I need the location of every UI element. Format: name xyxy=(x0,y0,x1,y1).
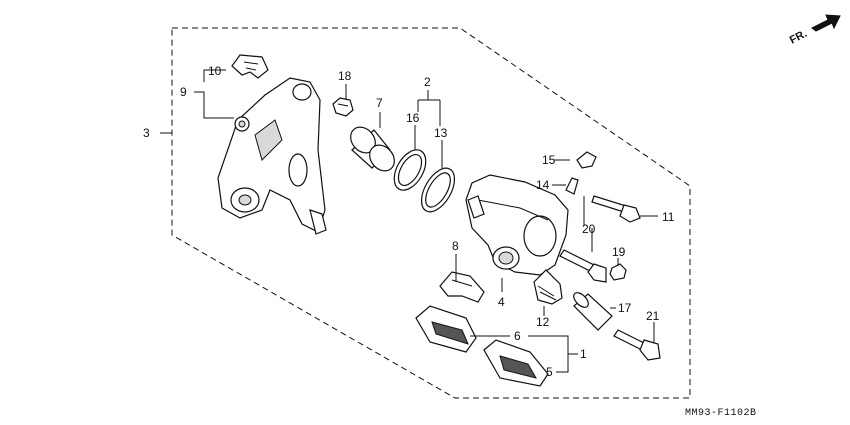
callout-7: 7 xyxy=(376,96,383,110)
callout-15: 15 xyxy=(542,153,556,167)
caliper-body xyxy=(465,174,569,276)
front-direction-label: FR. xyxy=(788,28,809,47)
callout-14: 14 xyxy=(536,178,550,192)
callout-5: 5 xyxy=(546,365,553,379)
callout-6: 6 xyxy=(514,329,521,343)
callout-9: 9 xyxy=(180,85,187,99)
callout-13: 13 xyxy=(434,126,448,140)
caliper-bracket-bolt xyxy=(613,329,661,361)
pad-pin-bolt xyxy=(576,151,597,169)
sleeve xyxy=(573,292,613,331)
callout-3: 3 xyxy=(143,126,150,140)
front-direction-indicator: FR. xyxy=(788,14,841,47)
callout-2: 2 xyxy=(424,75,431,89)
callout-20: 20 xyxy=(582,222,596,236)
piston xyxy=(350,126,395,172)
caliper-bracket xyxy=(217,77,327,235)
nut xyxy=(609,263,627,281)
bleeder-screw xyxy=(565,177,579,195)
leader-lines xyxy=(160,69,658,373)
callout-17: 17 xyxy=(618,301,632,315)
callout-18: 18 xyxy=(338,69,352,83)
callouts: 3 9 10 18 7 2 16 13 15 14 11 20 19 8 4 1… xyxy=(143,64,675,379)
assembly-boundary xyxy=(171,27,691,399)
callout-11: 11 xyxy=(662,210,675,224)
pad-retainer-spring xyxy=(231,54,269,79)
piston-seal xyxy=(420,167,456,213)
callout-10: 10 xyxy=(208,64,222,78)
callout-19: 19 xyxy=(612,245,626,259)
brake-pad-outer xyxy=(483,339,549,387)
callout-4: 4 xyxy=(498,295,505,309)
drawing-code: MM93-F1102B xyxy=(685,408,757,419)
dust-seal xyxy=(393,149,427,191)
boot xyxy=(533,269,563,305)
bleeder-cap xyxy=(332,97,354,117)
pad-spring xyxy=(439,271,485,303)
callout-1: 1 xyxy=(580,347,587,361)
callout-16: 16 xyxy=(406,111,420,125)
brake-pad xyxy=(415,305,477,353)
callout-8: 8 xyxy=(452,239,459,253)
callout-21: 21 xyxy=(646,309,660,323)
pin-bolt xyxy=(591,195,641,223)
front-arrow-icon xyxy=(811,14,841,32)
callout-12: 12 xyxy=(536,315,550,329)
caliper-pin xyxy=(559,249,607,283)
